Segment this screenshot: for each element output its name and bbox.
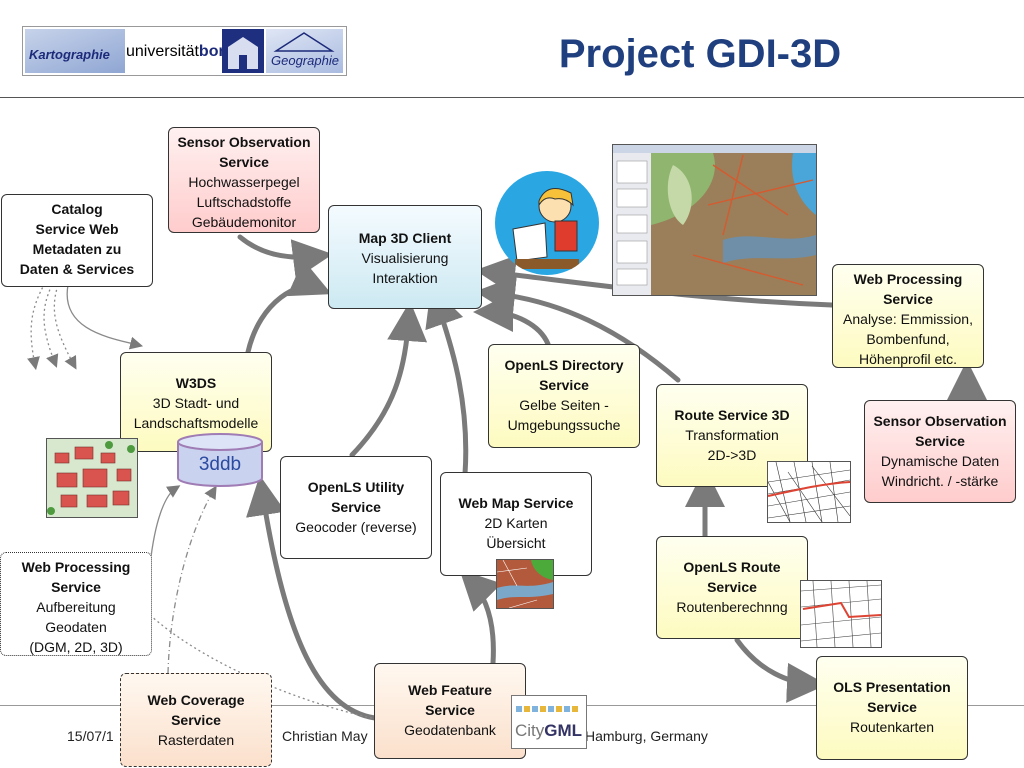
arrow-route-to-olspres <box>734 637 827 703</box>
university-logo: Kartographie universitätbonn Geographie <box>22 26 347 76</box>
university-building-icon <box>222 29 264 73</box>
openls-route-title: OpenLS Route Service <box>683 559 781 595</box>
openls-dir-title: OpenLS Directory Service <box>504 357 624 393</box>
wps-right-box: Web Processing Service Analyse: Emmissio… <box>832 264 984 368</box>
wps-right-title: Web Processing Service <box>853 271 963 307</box>
route-map-thumbnail <box>800 580 882 648</box>
web-feature-service-box: Web Feature Service Geodatenbank <box>374 663 526 759</box>
city-model-thumbnail <box>46 438 138 518</box>
arrow-catalog-dotted-2 <box>43 284 59 368</box>
wps-left-box: Web Processing Service Aufbereitung Geod… <box>0 552 152 656</box>
geographie-logo: Geographie <box>266 29 343 73</box>
footer-location: Hamburg, Germany <box>585 728 708 744</box>
openls-route-box: OpenLS Route Service Routenberechnng <box>656 536 808 639</box>
footer-date: 15/07/1 <box>67 728 114 744</box>
3ddb-database-icon: 3ddb <box>176 432 264 488</box>
wps-right-line-3: Höhenprofil etc. <box>858 351 958 367</box>
arrow-wps-to-3ddb <box>149 485 181 566</box>
sos-right-line-2: Windricht. / -stärke <box>881 473 999 489</box>
arrow-wfs-to-3ddb <box>246 475 378 721</box>
sos-top-title: Sensor Observation Service <box>177 134 311 170</box>
arrow-route3d-to-client <box>475 275 681 383</box>
ols-pres-title: OLS Presentation Service <box>833 679 951 715</box>
kartographie-label: Kartographie <box>29 47 110 62</box>
ols-presentation-box: OLS Presentation Service Routenkarten <box>816 656 968 760</box>
arrow-catalog-to-w3ds <box>66 284 144 350</box>
arrow-wcs-to-3ddb <box>167 485 217 674</box>
wps-left-line-2: Geodaten <box>45 619 107 635</box>
arrow-directory-to-client <box>473 292 551 347</box>
w3ds-title: W3DS <box>175 375 217 391</box>
sos-right-line-1: Dynamische Daten <box>880 453 1000 469</box>
wps-left-line-3: (DGM, 2D, 3D) <box>29 639 123 655</box>
wcs-line-1: Rasterdaten <box>157 732 235 748</box>
openls-util-line-1: Geocoder (reverse) <box>295 519 417 535</box>
sos-top-line-3: Gebäudemonitor <box>191 214 297 230</box>
sos-right-title: Sensor Observation Service <box>873 413 1007 449</box>
arrow-catalog-dotted-1 <box>27 282 46 371</box>
openls-utility-box: OpenLS Utility Service Geocoder (reverse… <box>280 456 432 559</box>
arrow-wms-to-client <box>425 285 469 477</box>
citygml-city: City <box>515 721 545 740</box>
map3d-line-2: Interaktion <box>372 270 438 286</box>
sos-top-line-1: Hochwasserpegel <box>188 174 300 190</box>
route3d-line-2: 2D->3D <box>707 447 757 463</box>
header-divider <box>0 97 1024 98</box>
route3d-line-1: Transformation <box>685 427 779 443</box>
user-illustration <box>495 171 599 275</box>
wms-line-2: Übersicht <box>486 535 546 551</box>
wms-map-thumbnail <box>496 559 554 609</box>
route3d-title: Route Service 3D <box>674 407 790 423</box>
wps-right-line-1: Analyse: Emmission, <box>843 311 973 327</box>
arrow-sos-to-client <box>237 234 333 279</box>
arrow-utility-to-client <box>349 301 428 458</box>
arrow-wfs-dotted-wps <box>149 614 373 719</box>
wps-left-title: Web Processing Service <box>21 559 131 595</box>
catalog-service-box: Catalog Service Web Metadaten zu Daten &… <box>1 194 153 287</box>
openls-dir-line-2: Umgebungssuche <box>507 417 621 433</box>
w3ds-line-2: Landschaftsmodelle <box>133 415 259 431</box>
map3d-title: Map 3D Client <box>358 230 452 246</box>
wms-line-1: 2D Karten <box>484 515 548 531</box>
page-title: Project GDI-3D <box>558 32 842 76</box>
client-screenshot <box>612 144 817 296</box>
arrow-catalog-dotted-3 <box>53 284 77 370</box>
wps-right-line-2: Bombenfund, <box>866 331 950 347</box>
catalog-title: Catalog Service Web <box>35 201 119 237</box>
wms-title: Web Map Service <box>458 495 574 511</box>
arrow-wfs-to-wms <box>459 569 502 666</box>
sos-right-box: Sensor Observation Service Dynamische Da… <box>864 400 1016 503</box>
openls-dir-line-1: Gelbe Seiten - <box>519 397 609 413</box>
openls-directory-box: OpenLS Directory Service Gelbe Seiten - … <box>488 344 640 448</box>
citygml-logo: CityGML <box>511 695 587 749</box>
wps-left-line-1: Aufbereitung <box>36 599 116 615</box>
w3ds-line-1: 3D Stadt- und <box>152 395 240 411</box>
openls-util-title: OpenLS Utility Service <box>307 479 405 515</box>
3ddb-label: 3ddb <box>198 454 242 475</box>
kartographie-logo: Kartographie <box>25 29 125 73</box>
wcs-title: Web Coverage Service <box>147 692 245 728</box>
map3d-client-box: Map 3D Client Visualisierung Interaktion <box>328 205 482 309</box>
route3d-mesh-thumbnail <box>767 461 851 523</box>
sos-top-line-2: Luftschadstoffe <box>196 194 292 210</box>
web-coverage-service-box: Web Coverage Service Rasterdaten <box>120 673 272 767</box>
openls-route-line-1: Routenberechnng <box>676 599 788 615</box>
geographie-label: Geographie <box>271 53 339 68</box>
wfs-title: Web Feature Service <box>408 682 492 718</box>
wfs-line-1: Geodatenbank <box>404 722 496 738</box>
citygml-gml: GML <box>544 721 583 740</box>
ols-pres-line-1: Routenkarten <box>849 719 935 735</box>
footer-author: Christian May <box>282 728 368 744</box>
catalog-line-2: Daten & Services <box>19 261 135 277</box>
universitaet-label: universität <box>126 43 199 60</box>
sos-top-box: Sensor Observation Service Hochwasserpeg… <box>168 127 320 233</box>
catalog-line-1: Metadaten zu <box>32 241 122 257</box>
map3d-line-1: Visualisierung <box>361 250 449 266</box>
web-map-service-box: Web Map Service 2D Karten Übersicht <box>440 472 592 576</box>
arrow-w3ds-to-client <box>245 259 332 355</box>
